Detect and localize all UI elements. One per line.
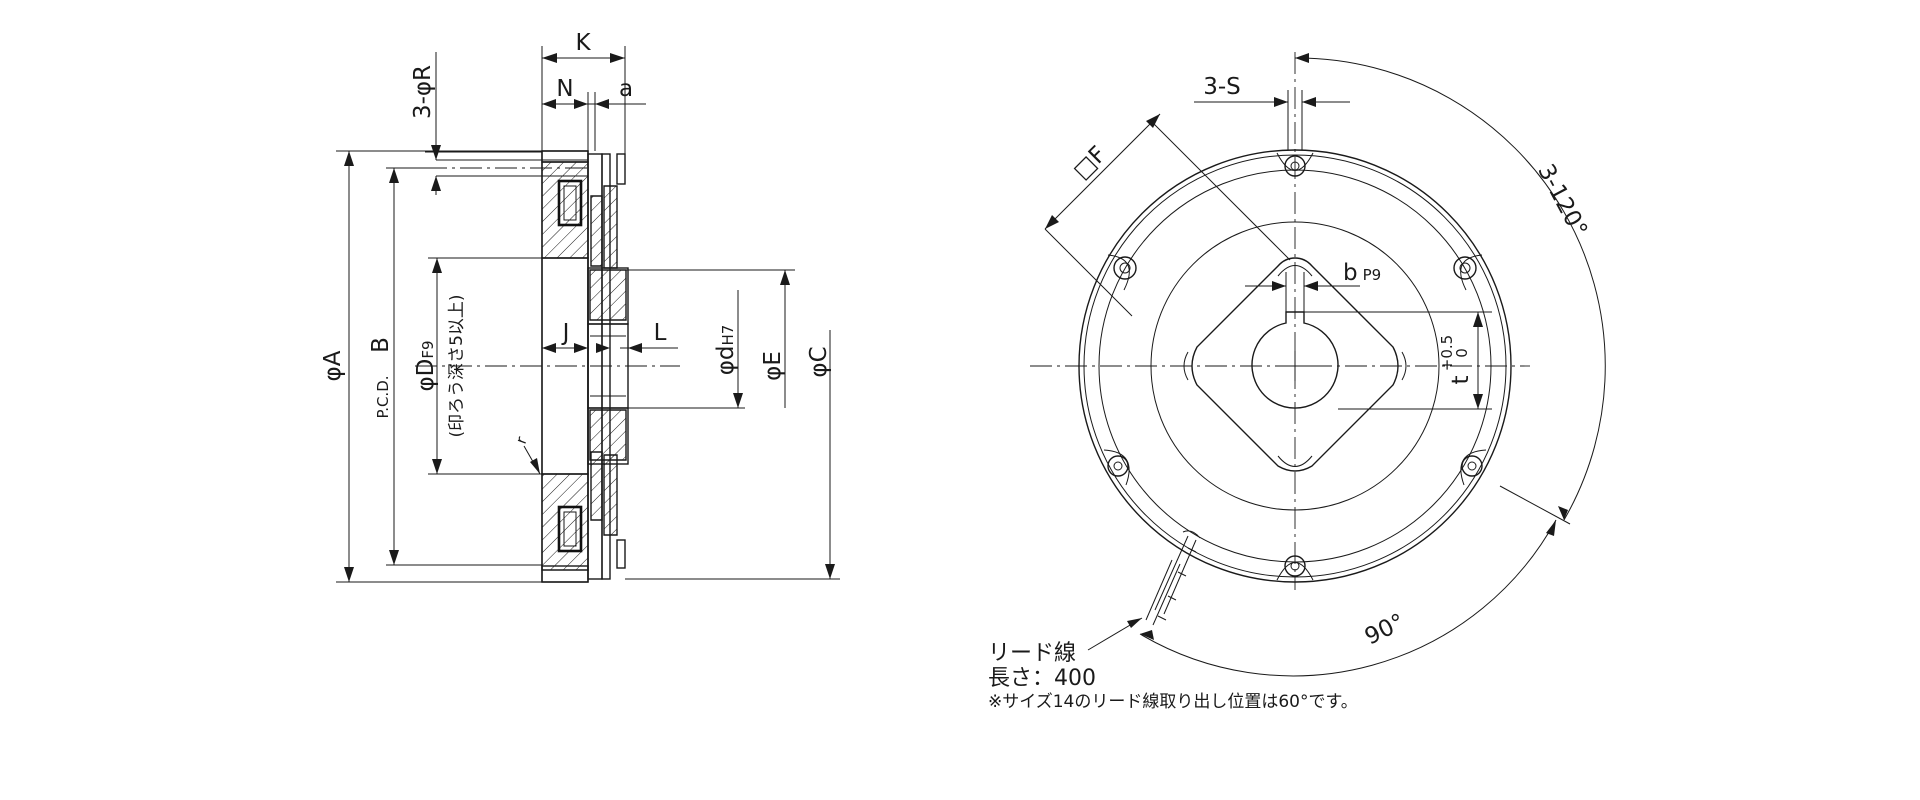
armature-circle bbox=[1150, 221, 1440, 511]
mount-hole-top bbox=[1276, 152, 1314, 177]
shaft-bore bbox=[1251, 311, 1339, 409]
lead-wire-length: 長さ：400 bbox=[988, 666, 1096, 691]
angle-90-arc bbox=[1139, 519, 1557, 677]
dim-R-label: 3-φR bbox=[410, 65, 436, 119]
dim-J-label: J bbox=[561, 320, 570, 346]
coil-top bbox=[557, 179, 583, 227]
dim-t-label: t bbox=[1448, 375, 1474, 384]
angle-90-label: 90° bbox=[1361, 609, 1409, 650]
lead-wire-note: ※サイズ14のリード線取り出し位置は60°です。 bbox=[988, 692, 1358, 712]
dim-L-label: L bbox=[654, 320, 667, 346]
armature-section bbox=[587, 153, 626, 580]
square-hub bbox=[1191, 257, 1399, 472]
dim-B-prefix: P.C.D. bbox=[374, 375, 392, 418]
dim-t-lower: 0 bbox=[1453, 348, 1471, 358]
dim-r-label: r bbox=[512, 434, 531, 447]
outer-flange bbox=[1078, 149, 1512, 583]
dim-D-note: (印ろう深さ5以上) bbox=[447, 294, 467, 437]
dim-F-label: □F bbox=[1068, 141, 1111, 184]
dim-S-label: 3-S bbox=[1203, 74, 1241, 100]
dim-N-label: N bbox=[556, 76, 573, 102]
dim-C-label: φC bbox=[806, 346, 832, 377]
mount-hole-right bbox=[1453, 254, 1483, 291]
dim-d-label: φdH7 bbox=[713, 325, 739, 376]
dim-a-label: a bbox=[619, 76, 633, 102]
dim-t-upper: +0.5 bbox=[1438, 335, 1456, 371]
tapped-hole-lower-right bbox=[1460, 449, 1487, 486]
dim-A-label: φA bbox=[320, 350, 346, 381]
mount-hole-left bbox=[1107, 254, 1137, 291]
dim-D-label: φDF9 bbox=[413, 340, 439, 391]
lead-wire bbox=[1145, 530, 1201, 626]
tapped-hole-lower-left bbox=[1103, 449, 1130, 486]
angle-120-label: 3-120° bbox=[1532, 160, 1592, 241]
dim-B-label: B bbox=[368, 337, 394, 353]
dim-E-label: φE bbox=[760, 351, 786, 381]
lead-wire-label: リード線 bbox=[988, 641, 1076, 666]
coil-bottom bbox=[557, 505, 583, 553]
side-view: φA P.C.D. B φDF9 (印ろう深さ5以上) r 3-φR K bbox=[320, 30, 840, 583]
dim-K-label: K bbox=[575, 30, 591, 56]
hub-section bbox=[587, 267, 629, 465]
angle-120-arc bbox=[1294, 57, 1606, 521]
tapped-hole-bottom bbox=[1276, 555, 1314, 581]
